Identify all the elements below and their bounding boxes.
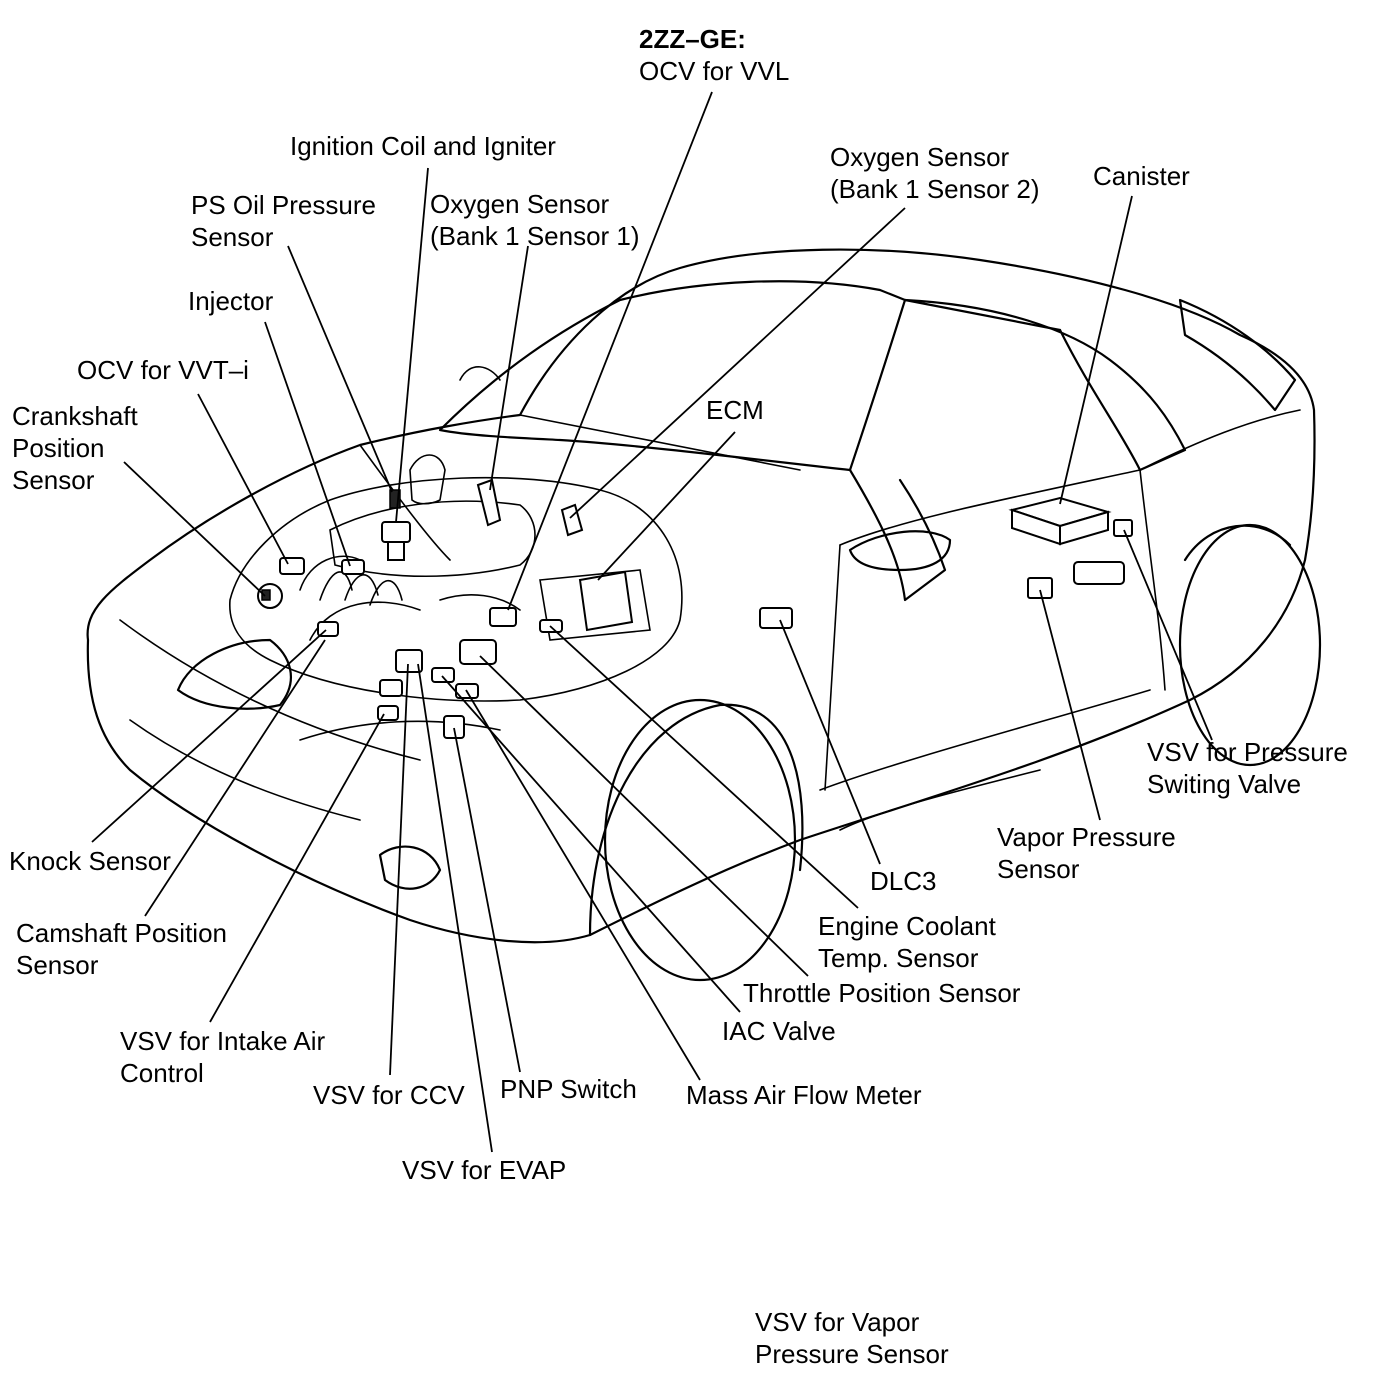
leader-crankshaft <box>123 461 266 597</box>
vsv-ccv-part <box>379 679 403 697</box>
dlc3-part <box>759 607 793 629</box>
leader-knock <box>91 629 327 843</box>
leader-ocv-vvl <box>507 91 713 611</box>
label-crankshaft-2: Position <box>12 433 105 463</box>
label-o2-b1s2-1: Oxygen Sensor <box>830 142 1010 172</box>
leader-canister <box>1059 195 1133 505</box>
leader-iac <box>441 675 741 1013</box>
leader-ocv-vvti <box>197 393 289 565</box>
leader-pnp <box>453 727 521 1073</box>
leader-vsv-intake <box>209 713 385 1023</box>
leader-vapor-pressure <box>1039 589 1101 821</box>
label-vapor-pressure-1: Vapor Pressure <box>997 822 1176 852</box>
ecm-part <box>578 570 634 632</box>
leader-camshaft <box>144 639 326 917</box>
leader-maf <box>465 689 701 1081</box>
iac-part <box>431 667 455 683</box>
label-vsv-ccv: VSV for CCV <box>313 1080 465 1110</box>
label-vsv-vapor-1: VSV for Vapor <box>755 1307 920 1337</box>
labels: 2ZZ–GE: OCV for VVL Ignition Coil and Ig… <box>9 24 1348 1369</box>
label-vsv-vapor-2: Pressure Sensor <box>755 1339 949 1369</box>
label-canister: Canister <box>1093 161 1190 191</box>
vsv-vapor-pressure-part <box>1073 561 1125 585</box>
label-camshaft-1: Camshaft Position <box>16 918 227 948</box>
leader-o2-b1s1 <box>489 245 529 491</box>
label-vsv-psv-1: VSV for Pressure <box>1147 737 1348 767</box>
label-vapor-pressure-2: Sensor <box>997 854 1080 884</box>
injector-part <box>341 559 365 575</box>
leader-lines <box>91 91 1213 1153</box>
tps-part <box>459 639 497 665</box>
components <box>257 478 1133 739</box>
leader-dlc3 <box>779 619 881 865</box>
label-engine-variant: 2ZZ–GE: <box>639 24 746 54</box>
crankshaft-sensor-part <box>257 583 283 609</box>
leader-injector <box>264 321 351 567</box>
canister-part <box>1008 496 1112 546</box>
leader-ps-oil <box>287 245 393 493</box>
label-ignition-coil: Ignition Coil and Igniter <box>290 131 556 161</box>
vsv-intake-part <box>395 649 423 673</box>
label-camshaft-2: Sensor <box>16 950 99 980</box>
label-ocv-vvl: OCV for VVL <box>639 56 789 86</box>
label-vsv-intake-1: VSV for Intake Air <box>120 1026 326 1056</box>
label-tps: Throttle Position Sensor <box>743 978 1021 1008</box>
leader-vsv-ccv <box>389 663 409 1076</box>
label-ect-1: Engine Coolant <box>818 911 997 941</box>
label-vsv-psv-2: Switing Valve <box>1147 769 1301 799</box>
label-crankshaft-3: Sensor <box>12 465 95 495</box>
label-ocv-vvti: OCV for VVT–i <box>77 355 249 385</box>
label-ect-2: Temp. Sensor <box>818 943 979 973</box>
label-vsv-intake-2: Control <box>120 1058 204 1088</box>
ocv-vvti-part <box>279 557 305 575</box>
label-o2-b1s2-2: (Bank 1 Sensor 2) <box>830 174 1040 204</box>
label-ps-oil-1: PS Oil Pressure <box>191 190 376 220</box>
label-pnp: PNP Switch <box>500 1074 637 1104</box>
leader-ignition-coil <box>395 167 429 523</box>
ocv-vvl-part <box>489 607 517 627</box>
vapor-pressure-sensor-part <box>1027 577 1053 599</box>
leader-o2-b1s2 <box>569 207 906 519</box>
label-crankshaft-1: Crankshaft <box>12 401 138 431</box>
label-ecm: ECM <box>706 395 764 425</box>
oxygen-sensor-b1s1-part <box>476 478 502 527</box>
label-iac: IAC Valve <box>722 1016 836 1046</box>
vsv-pressure-switching-part <box>1113 519 1133 537</box>
car-body-outline <box>86 248 1322 982</box>
leader-ect <box>549 625 859 909</box>
ignition-coil-part <box>381 489 411 561</box>
label-dlc3: DLC3 <box>870 866 936 896</box>
label-vsv-evap: VSV for EVAP <box>402 1155 566 1185</box>
label-o2-b1s1-1: Oxygen Sensor <box>430 189 610 219</box>
label-maf: Mass Air Flow Meter <box>686 1080 922 1110</box>
vsv-evap-part <box>443 715 465 739</box>
leader-ecm <box>597 431 736 581</box>
label-injector: Injector <box>188 286 274 316</box>
leader-tps <box>479 655 809 977</box>
label-knock: Knock Sensor <box>9 846 171 876</box>
label-ps-oil-2: Sensor <box>191 222 274 252</box>
leader-vsv-psv <box>1123 529 1213 741</box>
label-o2-b1s1-2: (Bank 1 Sensor 1) <box>430 221 640 251</box>
leader-vsv-evap <box>417 663 493 1153</box>
